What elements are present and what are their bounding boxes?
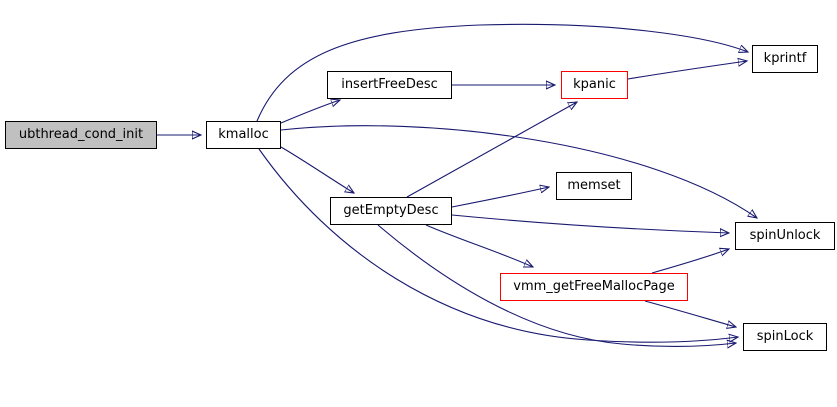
edge-getEmptyDesc-kpanic [406, 102, 577, 198]
edge-kmalloc-spinUnlock [280, 125, 757, 218]
edge-getEmptyDesc-vmm_getFreeMallocPage [425, 224, 533, 267]
graph-node-spinUnlock[interactable]: spinUnlock [735, 222, 835, 250]
edge-getEmptyDesc-spinLock [377, 224, 736, 347]
graph-node-vmm_getFreeMallocPage[interactable]: vmm_getFreeMallocPage [500, 273, 688, 301]
graph-node-spinLock[interactable]: spinLock [743, 323, 827, 351]
edge-vmm_getFreeMallocPage-spinLock [644, 300, 736, 327]
graph-node-memset[interactable]: memset [556, 172, 632, 200]
edge-getEmptyDesc-spinUnlock [451, 214, 729, 233]
graph-node-kmalloc[interactable]: kmalloc [206, 121, 281, 149]
edge-kmalloc-spinLock [258, 148, 738, 342]
graph-node-kpanic[interactable]: kpanic [561, 71, 628, 99]
edge-getEmptyDesc-memset [451, 187, 549, 208]
edge-kpanic-kprintf [627, 61, 747, 80]
edge-kmalloc-insertFreeDesc [280, 100, 340, 124]
edge-kmalloc-getEmptyDesc [280, 146, 354, 193]
edge-kmalloc-kprintf [256, 23, 748, 122]
edge-vmm_getFreeMallocPage-spinUnlock [651, 249, 729, 274]
graph-node-kprintf[interactable]: kprintf [752, 45, 818, 73]
graph-node-ubthread_cond_init: ubthread_cond_init [5, 121, 157, 149]
graph-node-getEmptyDesc[interactable]: getEmptyDesc [330, 197, 452, 225]
graph-node-insertFreeDesc[interactable]: insertFreeDesc [327, 71, 452, 99]
